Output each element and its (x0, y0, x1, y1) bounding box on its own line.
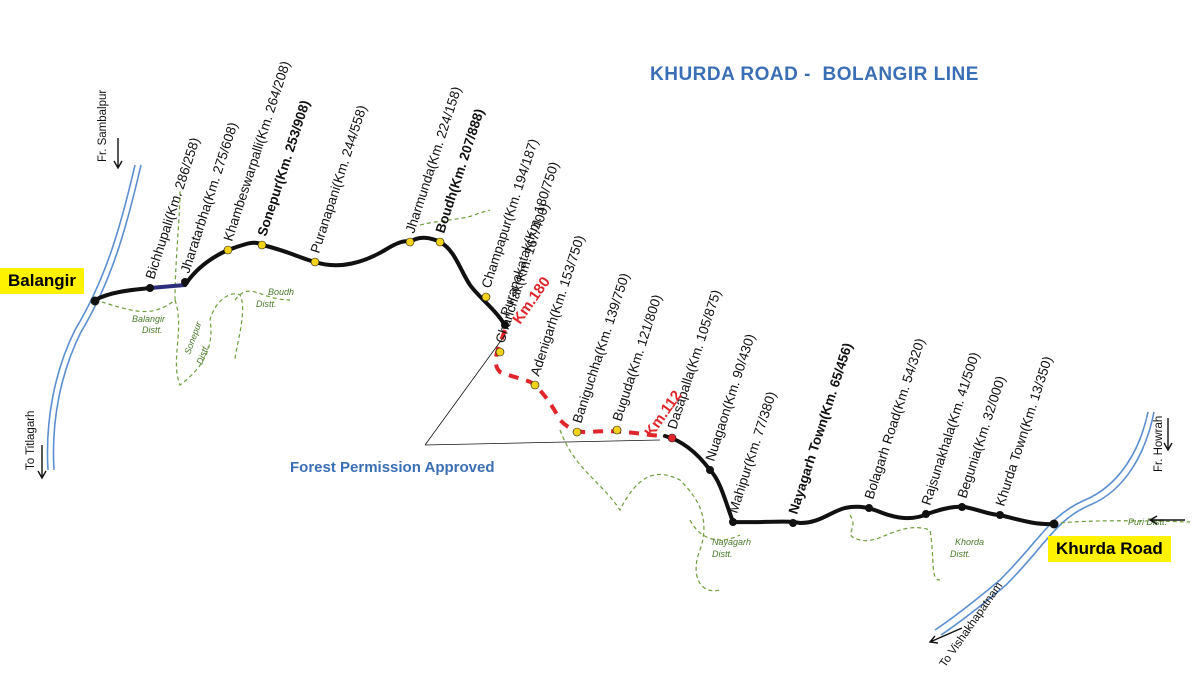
khurda-road-terminal-dot (1049, 519, 1059, 529)
district-khorda-suffix: Distt. (950, 549, 971, 559)
district-puri-label: Puri Distt. (1128, 517, 1167, 527)
district-boudh-suffix: Distt. (256, 299, 277, 309)
district-khorda-label: Khorda (955, 537, 984, 547)
river-east (934, 411, 1155, 636)
from-howrah-label: Fr. Howrah (1153, 416, 1165, 472)
annotation-pointer (424, 334, 661, 446)
station-dot (996, 511, 1004, 519)
station-dot (572, 427, 582, 437)
station-label: Bolagarh Road(Km. 54/320) (862, 336, 928, 501)
railway-track (93, 235, 1056, 527)
forest-section-track (493, 329, 666, 438)
from-sambalpur-label: Fr. Sambalpur (97, 90, 109, 162)
station-dot (181, 278, 189, 286)
station-dot (481, 292, 491, 302)
to-vishakhapatnam-label: To Vishakhapatnam (938, 580, 1006, 669)
map-title: KHURDA ROAD - BOLANGIR LINE (650, 64, 979, 85)
balangir-terminal-label: Balangir (0, 268, 85, 294)
station-dot (501, 321, 509, 329)
to-titlagarh-label: To Titlagarh (25, 411, 37, 470)
station-dot (495, 347, 505, 357)
station-dot (706, 466, 714, 474)
station-dot (405, 237, 415, 247)
station-label: Nayagarh Town(Km. 65/456) (786, 341, 856, 516)
forest-permission-label: Forest Permission Approved (290, 459, 495, 476)
district-nayagarh-label: Nayagarh (712, 537, 751, 547)
station-dot (789, 519, 797, 527)
khurda-road-terminal-label: Khurda Road (1048, 536, 1171, 562)
station-dot (922, 510, 930, 518)
station-dot (667, 433, 677, 443)
balangir-terminal-dot (90, 296, 100, 306)
district-balangir-label: Balangir (132, 314, 166, 324)
station-dot (958, 503, 966, 511)
station-dot (435, 237, 445, 247)
district-nayagarh-suffix: Distt. (712, 549, 733, 559)
station-dot (865, 504, 873, 512)
district-sonepur-suffix: Distt. (194, 343, 210, 366)
river-west (46, 164, 142, 471)
connection-arrows (37, 138, 1185, 644)
station-dot (729, 518, 737, 526)
district-borders (94, 189, 1191, 592)
station-dot (257, 240, 267, 250)
district-boudh-label: Boudh (268, 287, 294, 297)
station-label: Puranapani(Km. 244/558) (308, 103, 370, 255)
station-dot (530, 380, 540, 390)
station-dot (612, 425, 622, 435)
station-dot (223, 245, 233, 255)
district-balangir-suffix: Distt. (142, 325, 163, 335)
station-dot (146, 284, 154, 292)
station-dot (310, 257, 320, 267)
